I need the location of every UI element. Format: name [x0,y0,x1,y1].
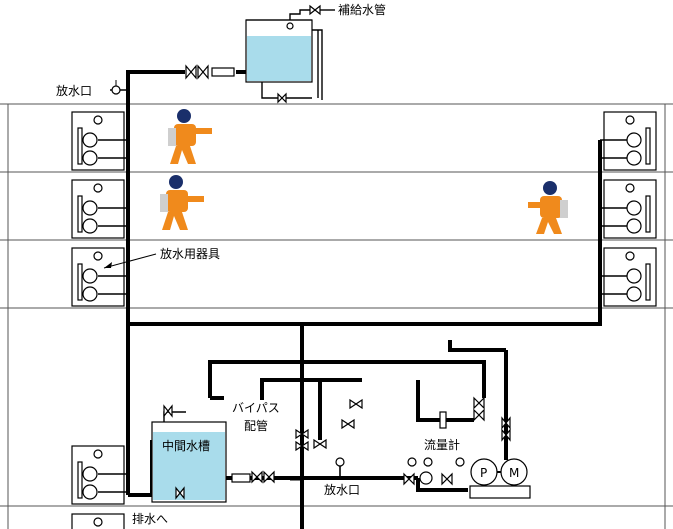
make-up-pipe-label: 補給水管 [338,2,386,17]
cabinet-right-2 [600,179,657,239]
cabinet-right-3 [600,247,657,307]
machine-room-piping [128,340,508,497]
header-valves [185,64,235,80]
intermediate-tank-water [153,432,225,500]
left-cabinets [71,111,128,529]
equipment-arrow [103,253,157,269]
cabinet-left-5 [71,513,125,529]
drain-label: 排水へ [132,512,168,526]
rooftop-tank [245,4,335,104]
right-cabinets [600,111,657,307]
top-outlet [110,80,128,95]
riser-pipes [126,70,602,529]
bottom-outlet [231,457,345,484]
pump-assembly [403,396,531,499]
intermediate-tank-label: 中間水槽 [162,438,210,453]
cabinet-left-3 [71,247,128,307]
firefighter-3 [528,181,568,234]
cabinet-left-4 [71,445,128,505]
intermediate-tank [151,404,227,503]
firefighter-2 [160,175,204,230]
bypass-label-line1: バイパス [232,401,280,415]
pump-label: P [480,466,487,480]
floor-lines [0,103,673,529]
top-outlet-label: 放水口 [56,83,92,98]
bottom-outlet-label: 放水口 [324,482,360,497]
discharge-equipment-label: 放水用器具 [160,246,220,261]
cabinet-left-2 [71,179,128,239]
motor-label: M [509,466,519,480]
firefighter-1 [168,109,212,164]
bypass-valves [290,398,363,481]
bypass-label-line2: 配管 [244,418,268,433]
rooftop-tank-water [247,36,311,81]
cabinet-left-1 [71,111,128,171]
cabinet-right-1 [600,111,657,171]
flow-meter-label: 流量計 [424,437,460,452]
